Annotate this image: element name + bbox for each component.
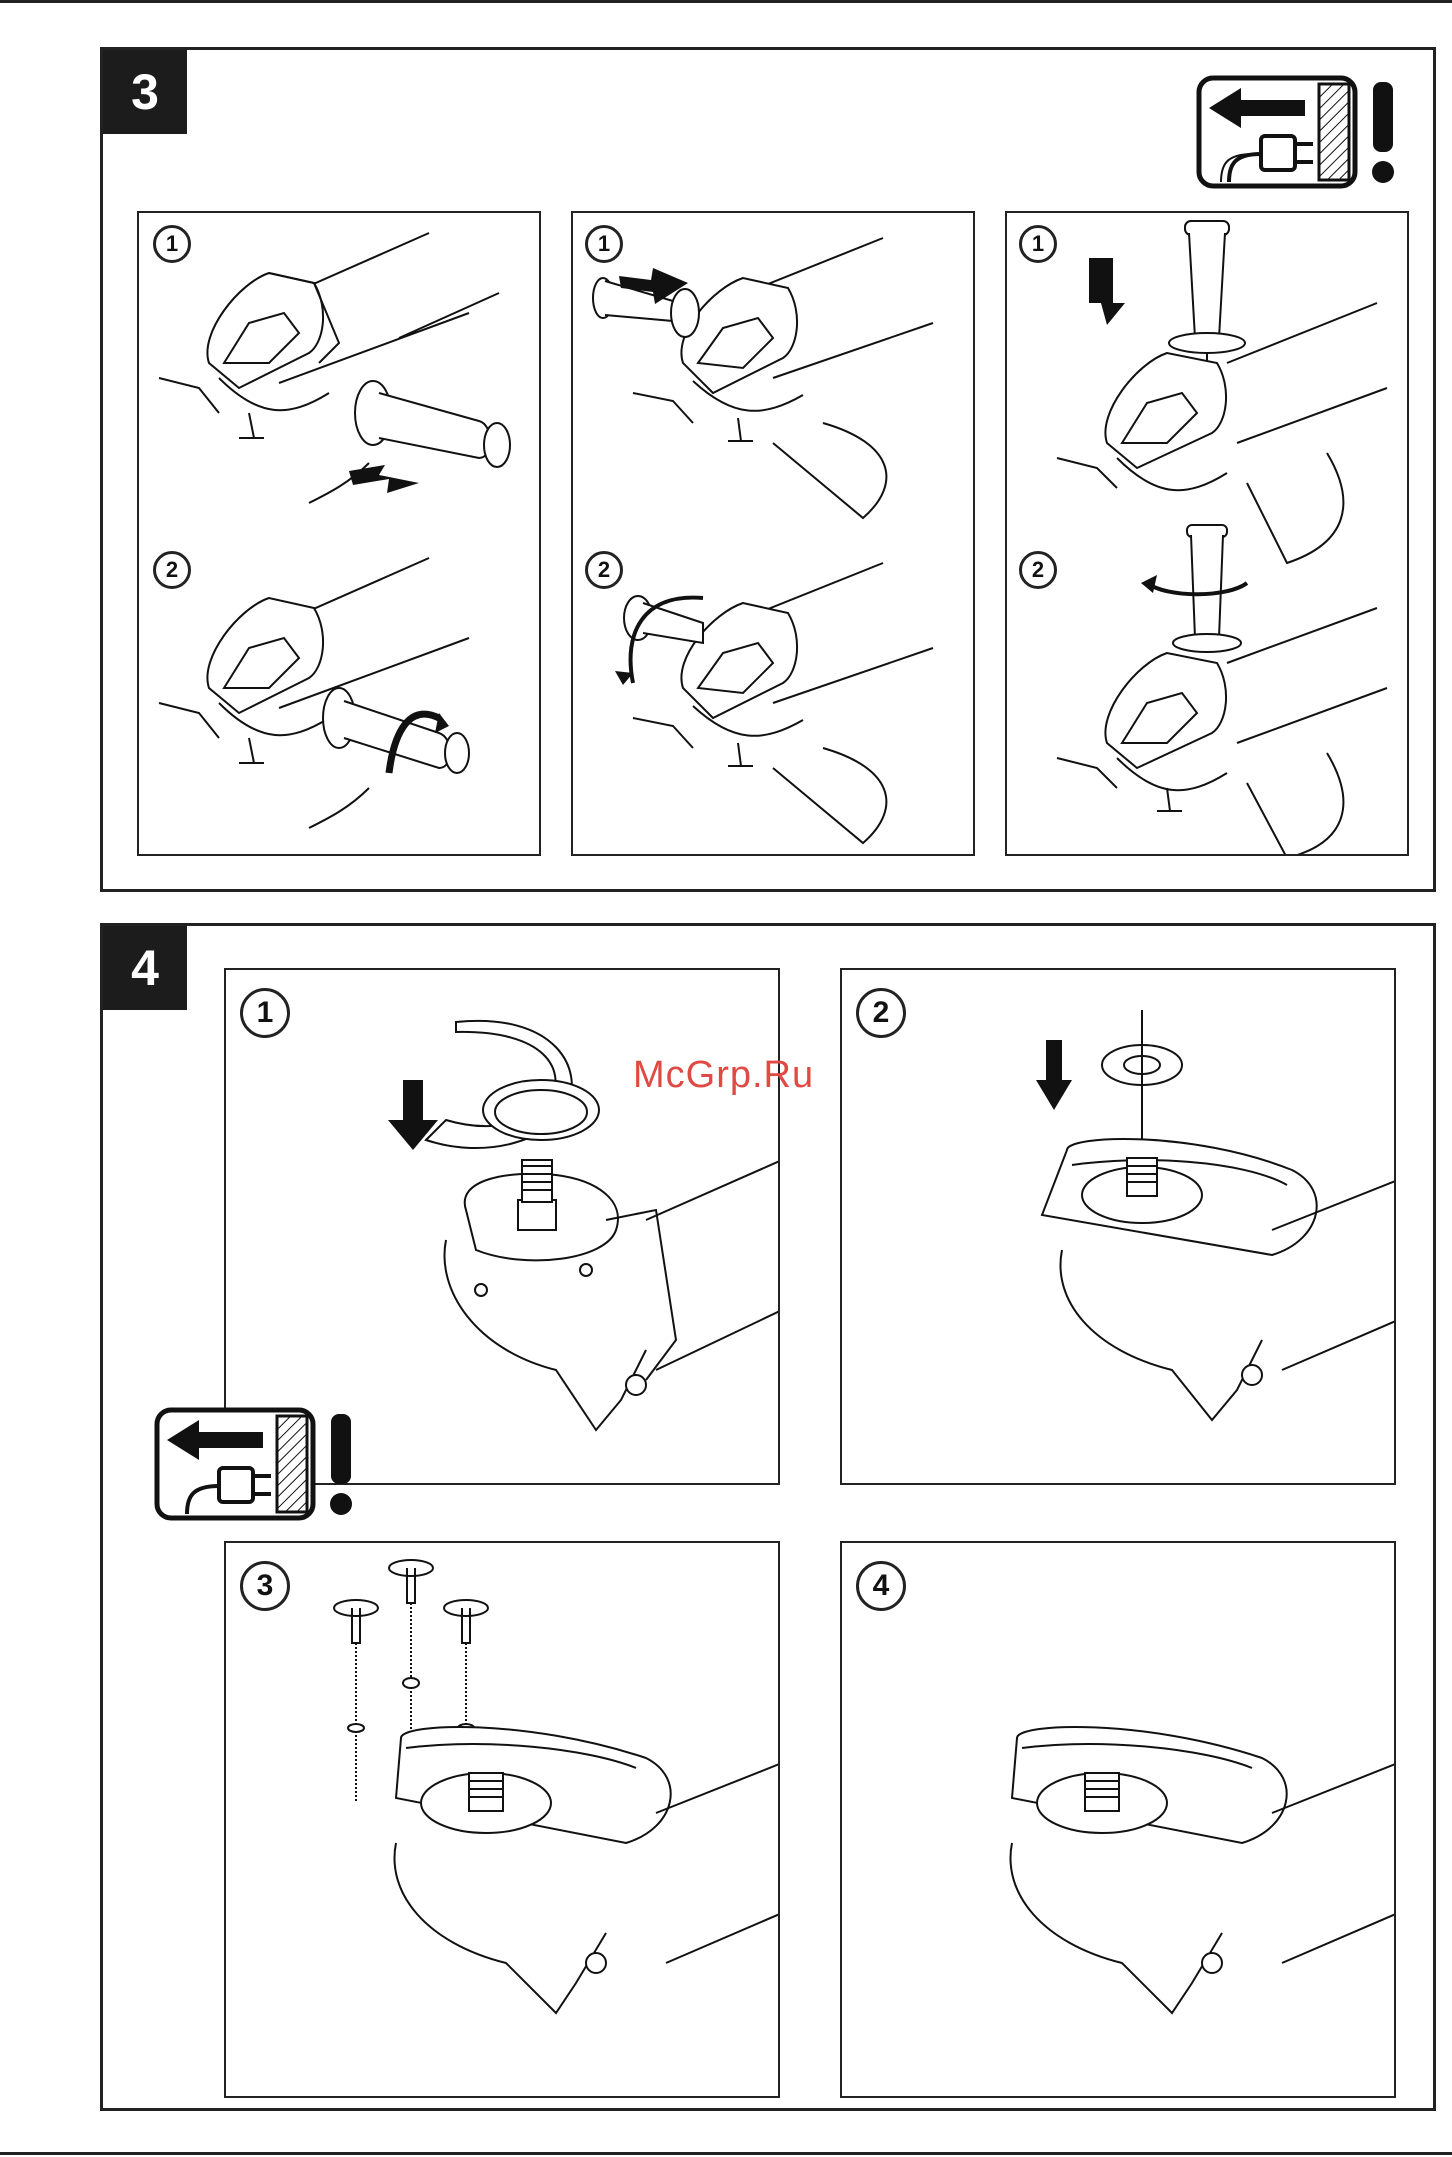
grinder-handle-illustration xyxy=(1007,213,1409,856)
bottom-rule xyxy=(0,2152,1452,2155)
screw-install-illustration xyxy=(226,1543,780,2098)
watermark: McGrp.Ru xyxy=(633,1054,814,1097)
section-3: 3 1 2 xyxy=(100,47,1436,892)
panel-4-4: 4 xyxy=(840,1541,1396,2098)
section-number: 4 xyxy=(103,926,187,1010)
unplug-warning-icon xyxy=(1195,74,1405,190)
panel-4-3: 3 xyxy=(224,1541,780,2098)
panel-4-2: 2 xyxy=(840,968,1396,1485)
guard-install-illustration xyxy=(842,970,1396,1485)
grinder-handle-illustration xyxy=(573,213,975,856)
grinder-handle-illustration xyxy=(139,213,541,856)
section-4: 4 1 2 xyxy=(100,923,1436,2111)
arrow-icon xyxy=(349,465,419,493)
panel-3-1: 1 2 xyxy=(137,211,541,856)
top-rule xyxy=(0,0,1452,3)
unplug-warning-icon xyxy=(153,1406,363,1522)
panel-3-2: 1 2 xyxy=(571,211,975,856)
section-number: 3 xyxy=(103,50,187,134)
panel-3-3: 1 2 xyxy=(1005,211,1409,856)
guard-installed-illustration xyxy=(842,1543,1396,2098)
